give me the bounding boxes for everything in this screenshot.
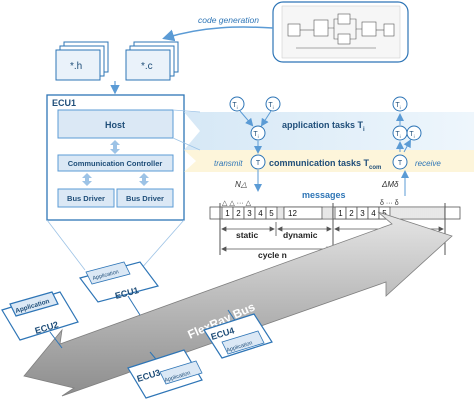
svg-text:Ti: Ti [253,131,258,139]
application-tasks-label: application tasks Ti [282,120,365,133]
task-graph-left [239,110,272,192]
svg-text:T: T [256,160,261,167]
source-file-stack [125,41,179,81]
task-node-left-2: Ti [265,96,281,112]
ecu1-detail-title: ECU1 [52,98,76,108]
ecu3-node [127,349,203,399]
bus-driver-right-label: Bus Driver [126,194,164,203]
dynamic-segment-label: dynamic [283,230,318,240]
file-h-label: *.h [70,61,82,72]
comm-task-node-right: T [392,154,408,170]
static-slot-label: 3 [247,209,252,218]
dynamic-slot-box [283,206,323,220]
static-slot-label: 5 [269,209,274,218]
task-node-right-3: Ti [406,125,422,141]
dynamic-slot-label: 12 [288,209,297,218]
host-cc-double-arrow [110,140,120,154]
host-block [57,109,174,139]
cc-bd-double-arrows [82,173,149,186]
ecu4-node [203,309,273,359]
svg-text:Ti: Ti [232,102,237,110]
application-tasks-band [184,112,474,150]
static-slot-next-label: 4 [371,209,376,218]
minislot-deltas-right: δ ··· δ [380,200,399,207]
minislot-deltas-left: △ △ ··· △ [222,200,252,207]
messages-label: messages [302,190,346,200]
static-segment-label: static [236,230,258,240]
static-slot-next-label: 3 [360,209,365,218]
bus-driver-right-block [116,188,174,208]
task-node-left-1: Ti [229,96,245,112]
receive-label: receive [415,159,441,168]
ecu2-node [1,291,79,349]
flexray-bus-arrow [23,211,453,397]
static-slot-label: 4 [258,209,263,218]
task-node-right-1: Ti [392,96,408,112]
comm-task-node-left: T [250,154,266,170]
cycle-n-label: cycle n [258,250,287,260]
static-slot-next-label: 1 [338,209,343,218]
bus-driver-left-block [57,188,115,208]
code-generation-arrow [162,26,274,42]
communication-controller-block [57,154,174,172]
svg-text:T: T [398,160,403,167]
band-guide-lines [172,109,201,151]
task-node-right-2: Ti [392,125,408,141]
task-node-left-3: Ti [250,125,266,141]
static-slot-label: 1 [225,209,230,218]
code-generation-label: code generation [198,15,259,25]
transmit-label: transmit [214,159,243,168]
file-c-label: *.c [141,61,153,72]
host-label: Host [105,120,125,130]
bus-driver-left-label: Bus Driver [67,194,105,203]
static-slot-next-label: 2 [349,209,354,218]
simulink-model [272,1,409,63]
communication-tasks-label: communication tasks Tcom [269,158,381,171]
static-slot-box [265,206,278,220]
static-slot-next-label: 5 [382,209,387,218]
ecu1-node [78,261,160,316]
static-symbols: N△ [235,180,247,189]
static-slot-label: 2 [236,209,241,218]
ecu1-zoom-lines [46,219,185,271]
svg-text:Ti: Ti [409,131,414,139]
header-file-stack [55,41,109,81]
svg-text:Ti: Ti [395,131,400,139]
svg-text:Ti: Ti [268,102,273,110]
svg-text:Ti: Ti [395,102,400,110]
task-graph-right [396,113,411,196]
communication-controller-label: Communication Controller [68,159,163,168]
dynamic-symbols: ΔMδ [381,180,399,189]
